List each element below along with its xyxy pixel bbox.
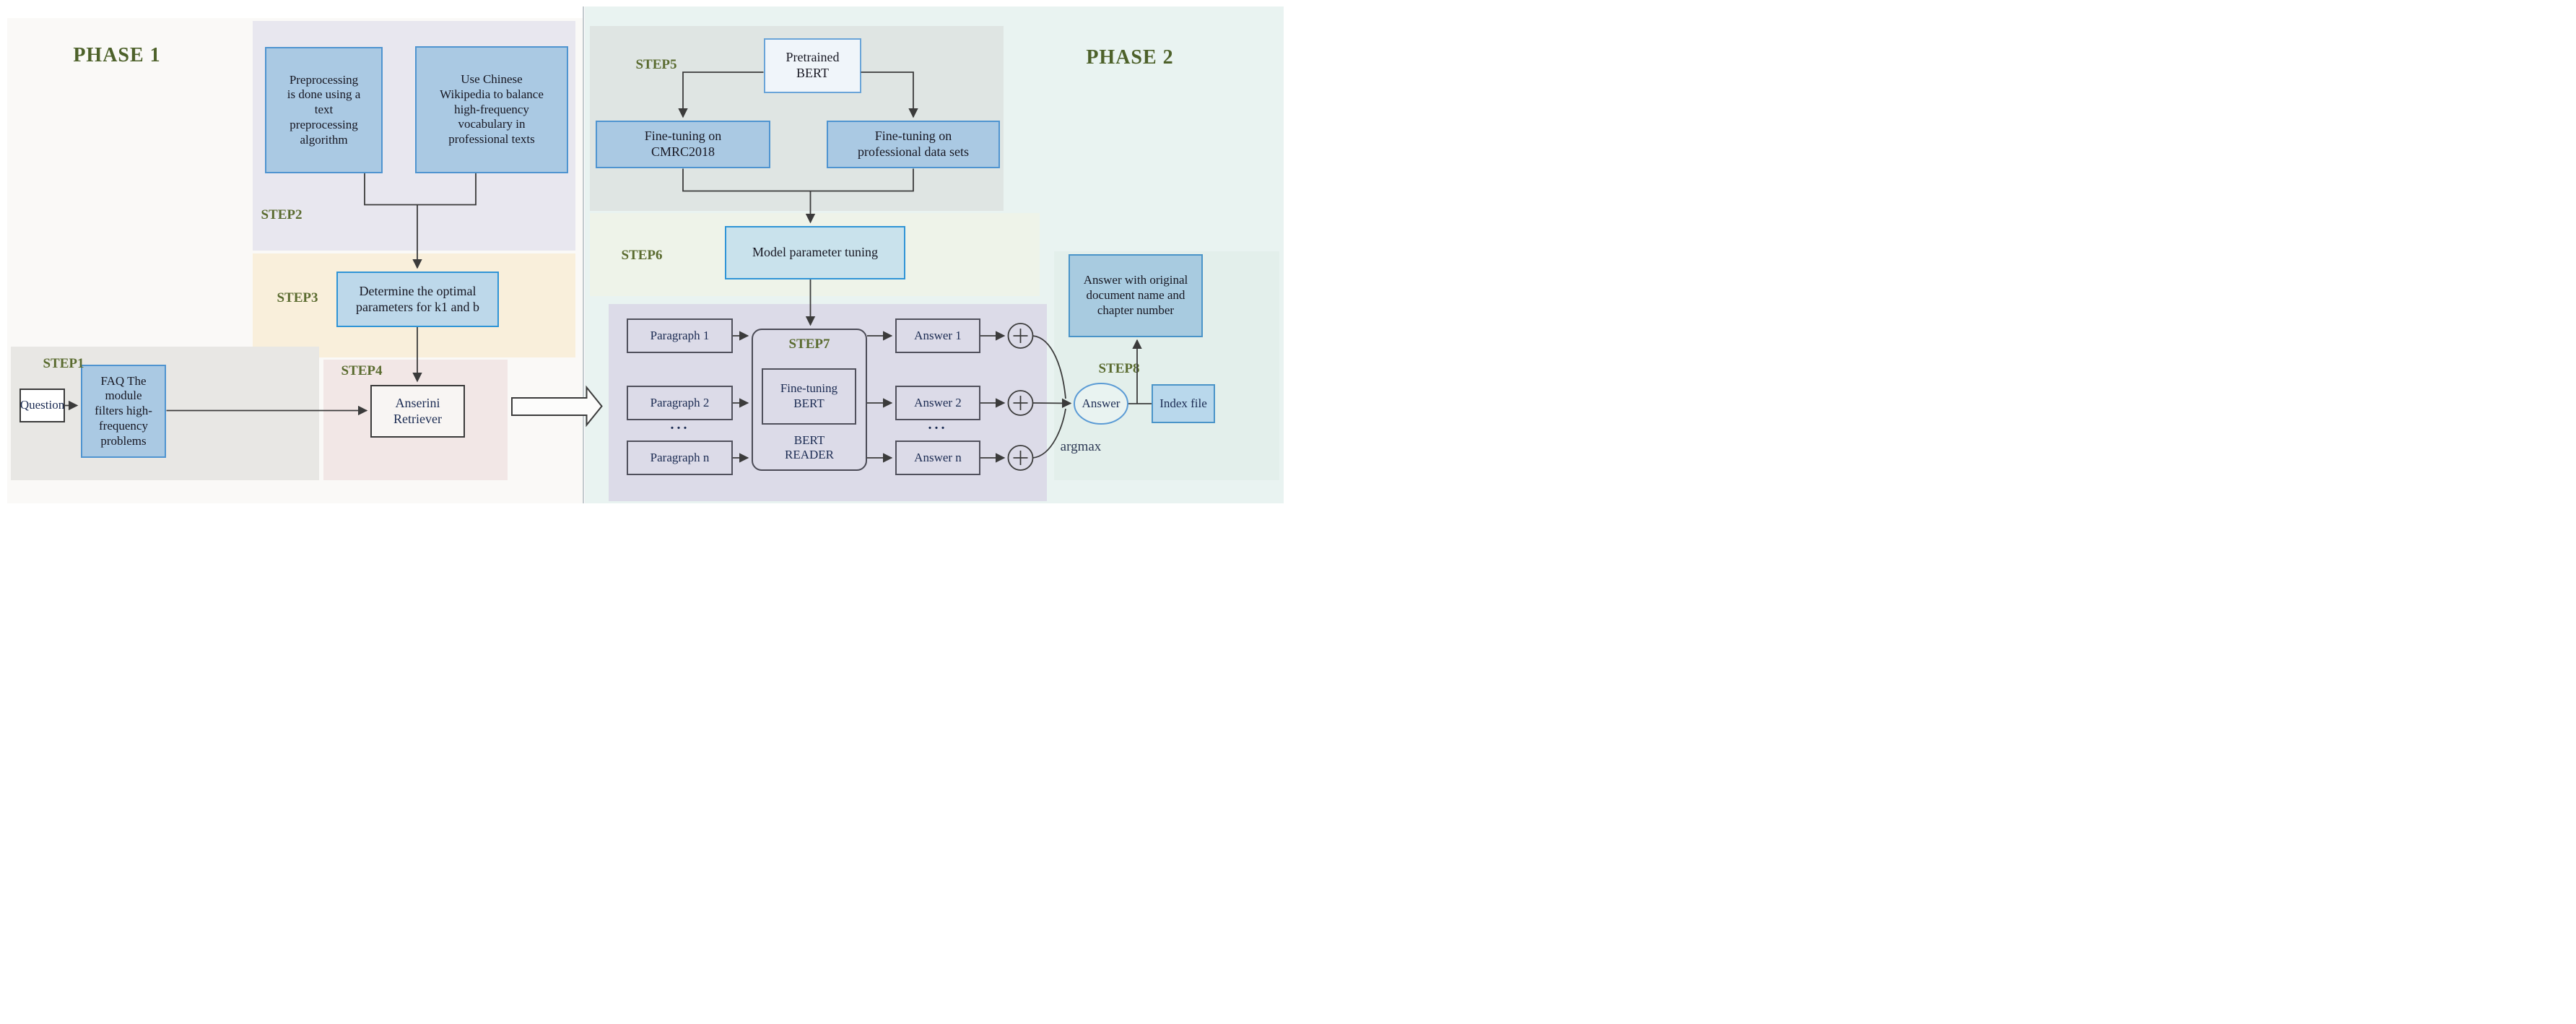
question-box: Question (19, 389, 65, 422)
step1-label: STEP1 (43, 356, 84, 371)
preprocessing-box: Preprocessing is done using a text prepr… (265, 47, 383, 173)
answer-2-box: Answer 2 (895, 386, 980, 420)
step2-label: STEP2 (261, 207, 303, 222)
paragraph-n-box: Paragraph n (627, 441, 733, 475)
paragraph-2-box: Paragraph 2 (627, 386, 733, 420)
finetune-cmrc-box: Fine-tuning on CMRC2018 (596, 121, 770, 168)
paragraph-1-box: Paragraph 1 (627, 318, 733, 353)
model-parameter-tuning-box: Model parameter tuning (725, 226, 905, 279)
phase1-title: PHASE 1 (73, 44, 161, 66)
step4-label: STEP4 (341, 363, 383, 378)
finetuning-bert-box: Fine-tuning BERT (762, 368, 856, 425)
answer-1-box: Answer 1 (895, 318, 980, 353)
answer-ellipse-label: Answer (1082, 396, 1121, 410)
step8-label: STEP8 (1098, 361, 1140, 376)
argmax-label: argmax (1060, 439, 1102, 454)
answer-n-box: Answer n (895, 441, 980, 475)
step5-label: STEP5 (635, 57, 677, 72)
bert-reader-label: BERT READER (785, 433, 834, 461)
finetune-professional-box: Fine-tuning on professional data sets (827, 121, 1000, 168)
flowchart-diagram: PHASE 1 PHASE 2 STEP1 STEP2 STEP3 STEP4 … (0, 0, 1288, 512)
step7-label: STEP7 (788, 337, 830, 352)
anserini-retriever-box: Anserini Retriever (370, 385, 465, 438)
pretrained-bert-box: Pretrained BERT (764, 38, 861, 93)
optimal-parameters-box: Determine the optimal parameters for k1 … (336, 272, 499, 327)
wikipedia-box: Use Chinese Wikipedia to balance high-fr… (415, 46, 568, 173)
faq-filter-box: FAQ The module filters high- frequency p… (81, 365, 166, 458)
answer-ellipsis: ... (928, 416, 948, 433)
step6-label: STEP6 (621, 248, 663, 263)
phase2-title: PHASE 2 (1086, 46, 1174, 69)
step3-label: STEP3 (277, 290, 318, 305)
answer-with-document-box: Answer with original document name and c… (1069, 254, 1203, 337)
paragraph-ellipsis: ... (670, 416, 690, 433)
index-file-box: Index file (1152, 384, 1215, 423)
